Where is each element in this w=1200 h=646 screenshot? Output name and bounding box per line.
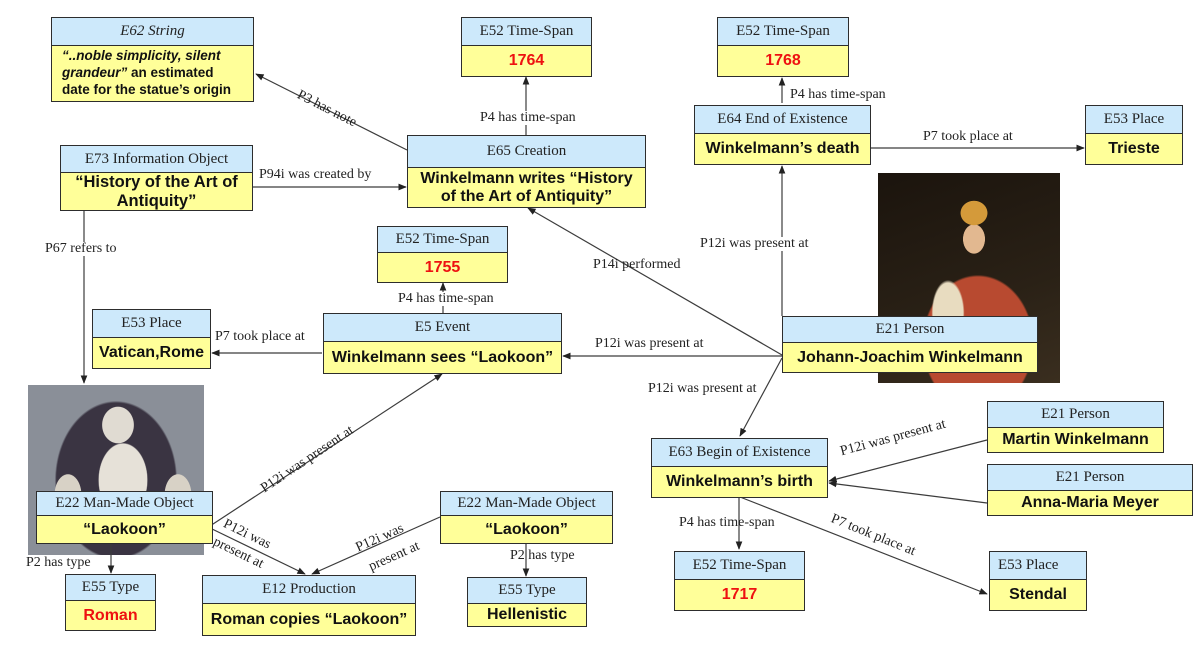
node-e21-person-martin[interactable]: E21 Person Martin Winkelmann — [987, 401, 1164, 453]
node-class-label: E73 Information Object — [61, 146, 252, 173]
node-value: 1717 — [675, 580, 804, 610]
edge-label-p94i: P94i was created by — [259, 167, 372, 182]
node-class-label: E55 Type — [468, 578, 586, 604]
edge-label-p2-hellenistic: P2 has type — [510, 548, 575, 563]
edge-label-p14i: P14i performed — [593, 257, 681, 272]
edge-label-p4-1755: P4 has time-span — [397, 291, 495, 306]
edge-p12i-birth — [739, 357, 783, 437]
node-e53-place-stendal[interactable]: E53 Place Stendal — [989, 551, 1087, 611]
node-class-label: E62 String — [52, 18, 253, 46]
node-e52-timespan-1768[interactable]: E52 Time-Span 1768 — [717, 17, 849, 77]
node-e22-object-laokoon-roman[interactable]: E22 Man-Made Object “Laokoon” — [36, 491, 213, 544]
node-value: “Laokoon” — [441, 516, 612, 543]
node-e63-begin-of-existence[interactable]: E63 Begin of Existence Winkelmann’s birt… — [651, 438, 828, 498]
note-line-3: date for the statue’s origin — [62, 81, 232, 97]
node-e21-person-anna[interactable]: E21 Person Anna-Maria Meyer — [987, 464, 1193, 516]
edge-p12i-hell-prod — [311, 516, 441, 575]
node-value: Hellenistic — [468, 604, 586, 626]
node-e52-timespan-1764[interactable]: E52 Time-Span 1764 — [461, 17, 592, 77]
edge-p3-has-note — [255, 73, 408, 151]
edge-label-p12i-sees: P12i was present at — [595, 336, 704, 351]
node-value: Roman — [66, 601, 155, 630]
node-e73-information-object[interactable]: E73 Information Object “History of the A… — [60, 145, 253, 211]
node-value: 1755 — [378, 253, 507, 282]
node-class-label: E21 Person — [988, 465, 1192, 491]
node-e53-place-vatican[interactable]: E53 Place Vatican,Rome — [92, 309, 211, 369]
node-value: “..noble simplicity, silent grandeur” an… — [52, 46, 253, 101]
node-value: Winkelmann writes “History of the Art of… — [408, 168, 645, 207]
edge-p12i-laokoon-prod — [209, 527, 306, 575]
node-class-label: E52 Time-Span — [675, 552, 804, 580]
node-class-label: E5 Event — [324, 314, 561, 342]
node-class-label: E52 Time-Span — [378, 227, 507, 253]
node-class-label: E53 Place — [93, 310, 210, 338]
node-e52-timespan-1755[interactable]: E52 Time-Span 1755 — [377, 226, 508, 283]
node-e53-place-trieste[interactable]: E53 Place Trieste — [1085, 105, 1183, 165]
node-value: Anna-Maria Meyer — [988, 491, 1192, 515]
node-value: Martin Winkelmann — [988, 428, 1163, 452]
node-e5-event[interactable]: E5 Event Winkelmann sees “Laokoon” — [323, 313, 562, 374]
edge-label-p7-vatican: P7 took place at — [215, 329, 305, 344]
node-value: Trieste — [1086, 134, 1182, 164]
node-value: Johann-Joachim Winkelmann — [783, 343, 1037, 372]
edge-label-p4-1768: P4 has time-span — [789, 87, 887, 102]
node-value: Vatican,Rome — [93, 338, 210, 368]
node-e12-production[interactable]: E12 Production Roman copies “Laokoon” — [202, 575, 416, 636]
edge-label-p2-roman: P2 has type — [26, 555, 91, 570]
node-value: Roman copies “Laokoon” — [203, 604, 415, 635]
node-value: Winkelmann sees “Laokoon” — [324, 342, 561, 373]
note-line-2-italic: grandeur” — [62, 65, 128, 81]
node-class-label: E55 Type — [66, 575, 155, 601]
node-e22-object-laokoon-hellenistic[interactable]: E22 Man-Made Object “Laokoon” — [440, 491, 613, 544]
node-class-label: E21 Person — [783, 317, 1037, 343]
node-e65-creation[interactable]: E65 Creation Winkelmann writes “History … — [407, 135, 646, 208]
node-class-label: E53 Place — [1086, 106, 1182, 134]
node-value: 1768 — [718, 46, 848, 76]
node-value: Winkelmann’s death — [695, 134, 870, 164]
edge-p12i-anna — [828, 480, 988, 504]
edge-label-p67: P67 refers to — [44, 241, 118, 256]
node-class-label: E53 Place — [990, 552, 1086, 580]
node-class-label: E64 End of Existence — [695, 106, 870, 134]
node-class-label: E65 Creation — [408, 136, 645, 168]
edge-p14i — [527, 207, 783, 356]
node-e52-timespan-1717[interactable]: E52 Time-Span 1717 — [674, 551, 805, 611]
node-e55-type-hellenistic[interactable]: E55 Type Hellenistic — [467, 577, 587, 627]
node-class-label: E52 Time-Span — [718, 18, 848, 46]
edge-p12i-laokoon-sees — [209, 373, 443, 527]
node-class-label: E21 Person — [988, 402, 1163, 428]
node-e55-type-roman[interactable]: E55 Type Roman — [65, 574, 156, 631]
edge-label-p12i-death: P12i was present at — [699, 236, 810, 251]
node-value: “History of the Art of Antiquity” — [61, 173, 252, 210]
edge-p7-stendal — [739, 496, 988, 595]
node-e62-string[interactable]: E62 String “..noble simplicity, silent g… — [51, 17, 254, 102]
edge-label-p4-1717: P4 has time-span — [679, 515, 775, 530]
note-line-2-rest: an estimated — [127, 65, 214, 81]
edge-label-p7-trieste: P7 took place at — [923, 129, 1013, 144]
edge-p12i-martin — [828, 439, 988, 483]
node-class-label: E22 Man-Made Object — [441, 492, 612, 516]
node-value: Winkelmann’s birth — [652, 467, 827, 497]
node-e64-end-of-existence[interactable]: E64 End of Existence Winkelmann’s death — [694, 105, 871, 165]
node-class-label: E12 Production — [203, 576, 415, 604]
node-class-label: E22 Man-Made Object — [37, 492, 212, 516]
node-value: 1764 — [462, 46, 591, 76]
edge-label-p12i-birth: P12i was present at — [648, 381, 757, 396]
node-value: Stendal — [990, 580, 1086, 610]
node-class-label: E52 Time-Span — [462, 18, 591, 46]
edge-label-p4-1764: P4 has time-span — [479, 110, 577, 125]
note-line-1: “..noble simplicity, silent — [62, 48, 221, 64]
node-class-label: E63 Begin of Existence — [652, 439, 827, 467]
node-e21-person-johann[interactable]: E21 Person Johann-Joachim Winkelmann — [782, 316, 1038, 373]
node-value: “Laokoon” — [37, 516, 212, 543]
